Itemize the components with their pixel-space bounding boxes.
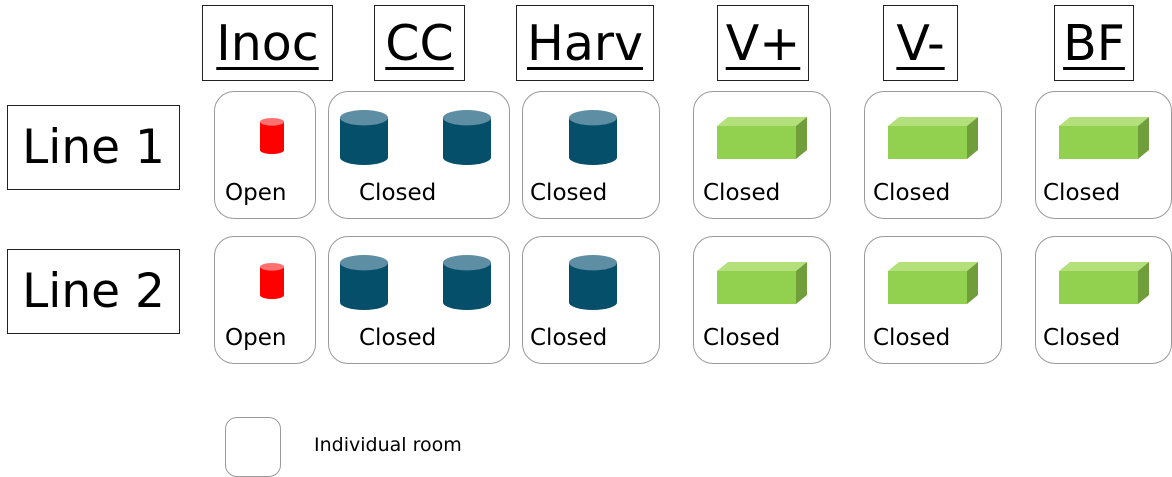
blue-cylinder-icon xyxy=(340,255,388,310)
blue-cylinder-icon xyxy=(569,255,617,310)
header-v-plus: V+ xyxy=(717,5,809,81)
room-line2-cc: Closed xyxy=(328,236,510,364)
room-line2-inoc: Open xyxy=(214,236,316,364)
room-line2-v-minus: Closed xyxy=(864,236,1002,364)
header-inoc: Inoc xyxy=(202,5,333,81)
room-line1-bf: Closed xyxy=(1035,91,1172,219)
green-box-icon xyxy=(888,117,978,159)
room-line1-inoc: Open xyxy=(214,91,316,219)
header-inoc-label: Inoc xyxy=(216,14,319,72)
room-line2-harv: Closed xyxy=(522,236,660,364)
header-harv: Harv xyxy=(516,5,654,81)
green-box-icon xyxy=(1059,117,1149,159)
room-status-label: Closed xyxy=(359,180,437,206)
room-status-label: Closed xyxy=(873,180,951,206)
green-box-icon xyxy=(1059,262,1149,304)
room-line2-v-plus: Closed xyxy=(693,236,831,364)
legend-label: Individual room xyxy=(314,434,462,456)
header-cc-label: CC xyxy=(385,14,454,72)
green-box-icon xyxy=(717,262,807,304)
room-status-label: Open xyxy=(225,325,287,351)
room-line1-v-plus: Closed xyxy=(693,91,831,219)
room-status-label: Closed xyxy=(530,325,608,351)
room-status-label: Closed xyxy=(359,325,437,351)
header-bf: BF xyxy=(1054,5,1134,81)
line-2-label-text: Line 2 xyxy=(22,264,165,319)
room-status-label: Closed xyxy=(1043,180,1121,206)
room-status-label: Open xyxy=(225,180,287,206)
header-bf-label: BF xyxy=(1063,14,1125,72)
line-1-label-text: Line 1 xyxy=(22,120,165,175)
room-line1-harv: Closed xyxy=(522,91,660,219)
room-status-label: Closed xyxy=(873,325,951,351)
legend-room-swatch xyxy=(225,417,281,477)
green-box-icon xyxy=(888,262,978,304)
room-status-label: Closed xyxy=(1043,325,1121,351)
blue-cylinder-icon xyxy=(569,110,617,165)
header-v-plus-label: V+ xyxy=(725,14,801,72)
blue-cylinder-icon xyxy=(340,110,388,165)
green-box-icon xyxy=(717,117,807,159)
header-v-minus: V- xyxy=(883,5,958,81)
room-status-label: Closed xyxy=(530,180,608,206)
red-cylinder-icon xyxy=(260,118,284,154)
room-status-label: Closed xyxy=(703,325,781,351)
blue-cylinder-icon xyxy=(443,110,491,165)
room-line2-bf: Closed xyxy=(1035,236,1172,364)
room-line1-cc: Closed xyxy=(328,91,510,219)
header-harv-label: Harv xyxy=(526,14,644,72)
room-line1-v-minus: Closed xyxy=(864,91,1002,219)
line-2-label: Line 2 xyxy=(7,249,180,334)
red-cylinder-icon xyxy=(260,263,284,299)
header-v-minus-label: V- xyxy=(896,14,945,72)
room-status-label: Closed xyxy=(703,180,781,206)
line-1-label: Line 1 xyxy=(7,105,180,190)
blue-cylinder-icon xyxy=(443,255,491,310)
header-cc: CC xyxy=(374,5,465,81)
